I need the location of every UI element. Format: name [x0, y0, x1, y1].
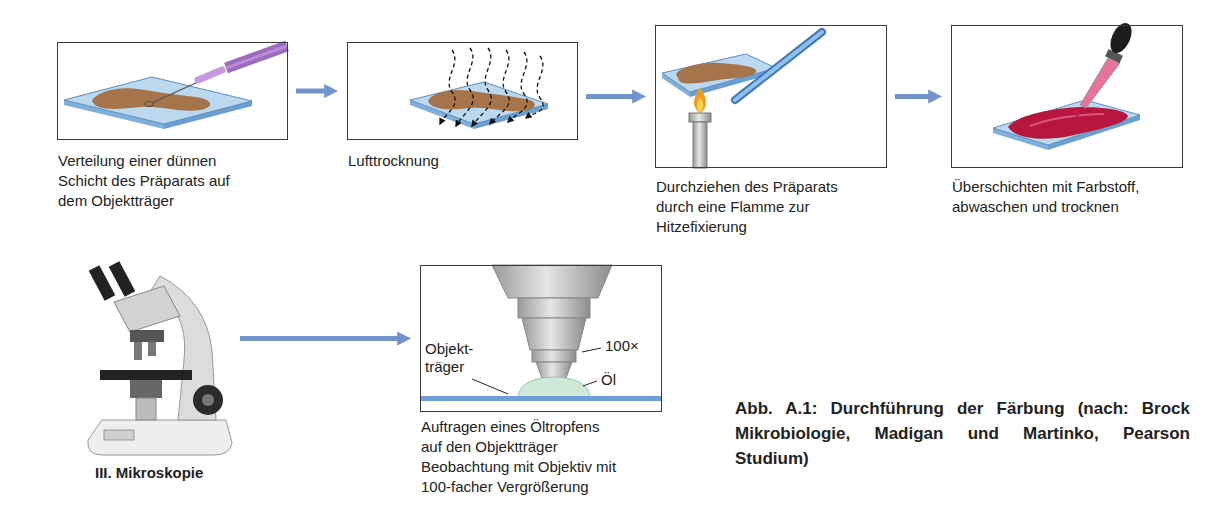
leader-line	[472, 379, 508, 394]
dropper	[1075, 20, 1136, 117]
step-caption: Auftragen eines Öltropfens auf den Objek…	[421, 417, 623, 497]
figure-caption: Abb. A.1: Durchführung der Färbung (nach…	[735, 396, 1190, 471]
drying-slide	[428, 90, 535, 111]
inoculation-loop	[226, 46, 287, 68]
step-text: Überschichten mit Farbstoff, abwaschen u…	[952, 177, 1180, 217]
smear-slide	[92, 88, 210, 110]
objective-lens	[518, 298, 590, 318]
step-panel: Verteilung einer dünnen Schicht des Präp…	[57, 42, 288, 140]
step-text: Lufttrocknung	[348, 151, 558, 171]
microscope	[104, 430, 134, 440]
step-panel: Durchziehen des Präparats durch eine Fla…	[655, 25, 887, 168]
bunsen-burner	[689, 88, 711, 168]
flow-arrow	[586, 94, 635, 99]
flow-arrow	[895, 94, 931, 99]
step-caption: Lufttrocknung	[348, 151, 558, 171]
microscope	[109, 261, 136, 297]
step-panel: Lufttrocknung	[347, 42, 578, 140]
air-flow-arrows	[508, 52, 527, 122]
step-text: Verteilung einer dünnen Schicht des Präp…	[58, 151, 253, 211]
part-label: Öl	[601, 371, 631, 389]
air-flow-arrows	[526, 56, 543, 118]
step-text: Durchziehen des Präparats durch eine Fla…	[656, 177, 866, 237]
microscope	[88, 261, 232, 455]
microscope	[202, 394, 214, 406]
part-label: 100×	[605, 337, 655, 355]
bunsen-burner	[693, 122, 707, 168]
stain-slide	[1030, 114, 1104, 126]
microscope	[134, 342, 142, 360]
bunsen-burner	[689, 113, 711, 122]
microscope	[100, 370, 192, 380]
step-panel: Überschichten mit Farbstoff, abwaschen u…	[951, 25, 1183, 168]
stain-slide	[993, 100, 1140, 145]
heat-fix-slide	[662, 54, 776, 97]
objective-lens	[536, 362, 572, 378]
heat-fix-slide	[676, 63, 756, 84]
stain-slide	[993, 100, 1140, 150]
step-text: III. Mikroskopie	[95, 463, 255, 483]
inoculation-loop	[226, 46, 287, 68]
step-caption: Durchziehen des Präparats durch eine Fla…	[656, 177, 866, 237]
microscope	[88, 420, 232, 455]
smear-slide	[64, 77, 252, 124]
slide-holder	[735, 32, 822, 100]
objective-lens	[492, 265, 612, 298]
leader-line	[472, 348, 601, 394]
inoculation-loop	[145, 46, 287, 107]
stain-slide	[1008, 107, 1128, 139]
microscope	[193, 385, 223, 415]
air-flow-arrows	[440, 48, 543, 126]
microscope	[130, 380, 162, 398]
air-flow-arrows	[456, 48, 473, 126]
slide-holder	[735, 32, 822, 100]
leader-line	[582, 348, 601, 352]
slide-section	[421, 396, 661, 401]
microscope-figure: III. Mikroskopie	[80, 255, 232, 458]
drying-slide	[410, 82, 548, 129]
air-flow-arrows	[440, 50, 455, 124]
dropper	[1075, 110, 1080, 117]
step-text: Beobachtung mit Objektiv mit 100-facher …	[421, 457, 623, 497]
step-caption: Überschichten mit Farbstoff, abwaschen u…	[952, 177, 1180, 217]
slide-holder	[735, 32, 822, 100]
objective-lens	[522, 318, 586, 350]
microscope	[130, 330, 164, 342]
air-flow-arrows	[472, 48, 491, 126]
objective-lens	[492, 265, 612, 378]
inoculation-loop	[198, 70, 222, 80]
leader-line	[583, 381, 597, 386]
flow-arrow	[296, 89, 327, 94]
flow-arrow	[240, 336, 400, 341]
oil-drop	[518, 377, 590, 397]
dropper	[1080, 58, 1120, 108]
step-text: Auftragen eines Öltropfens auf den Objek…	[421, 417, 623, 457]
bunsen-burner	[694, 88, 706, 113]
step-caption: III. Mikroskopie	[95, 463, 255, 483]
bunsen-burner	[697, 97, 703, 112]
inoculation-loop	[152, 81, 200, 103]
oil-drop	[518, 377, 590, 397]
objective-lens	[532, 350, 576, 362]
step-caption: Verteilung einer dünnen Schicht des Präp…	[58, 151, 253, 211]
microscope	[136, 398, 156, 420]
inoculation-loop	[145, 102, 153, 107]
air-flow-arrows	[490, 50, 509, 124]
microscope	[148, 342, 156, 356]
part-label: Objekt- träger	[425, 340, 483, 376]
smear-slide	[64, 77, 252, 129]
slide-section	[421, 396, 661, 401]
